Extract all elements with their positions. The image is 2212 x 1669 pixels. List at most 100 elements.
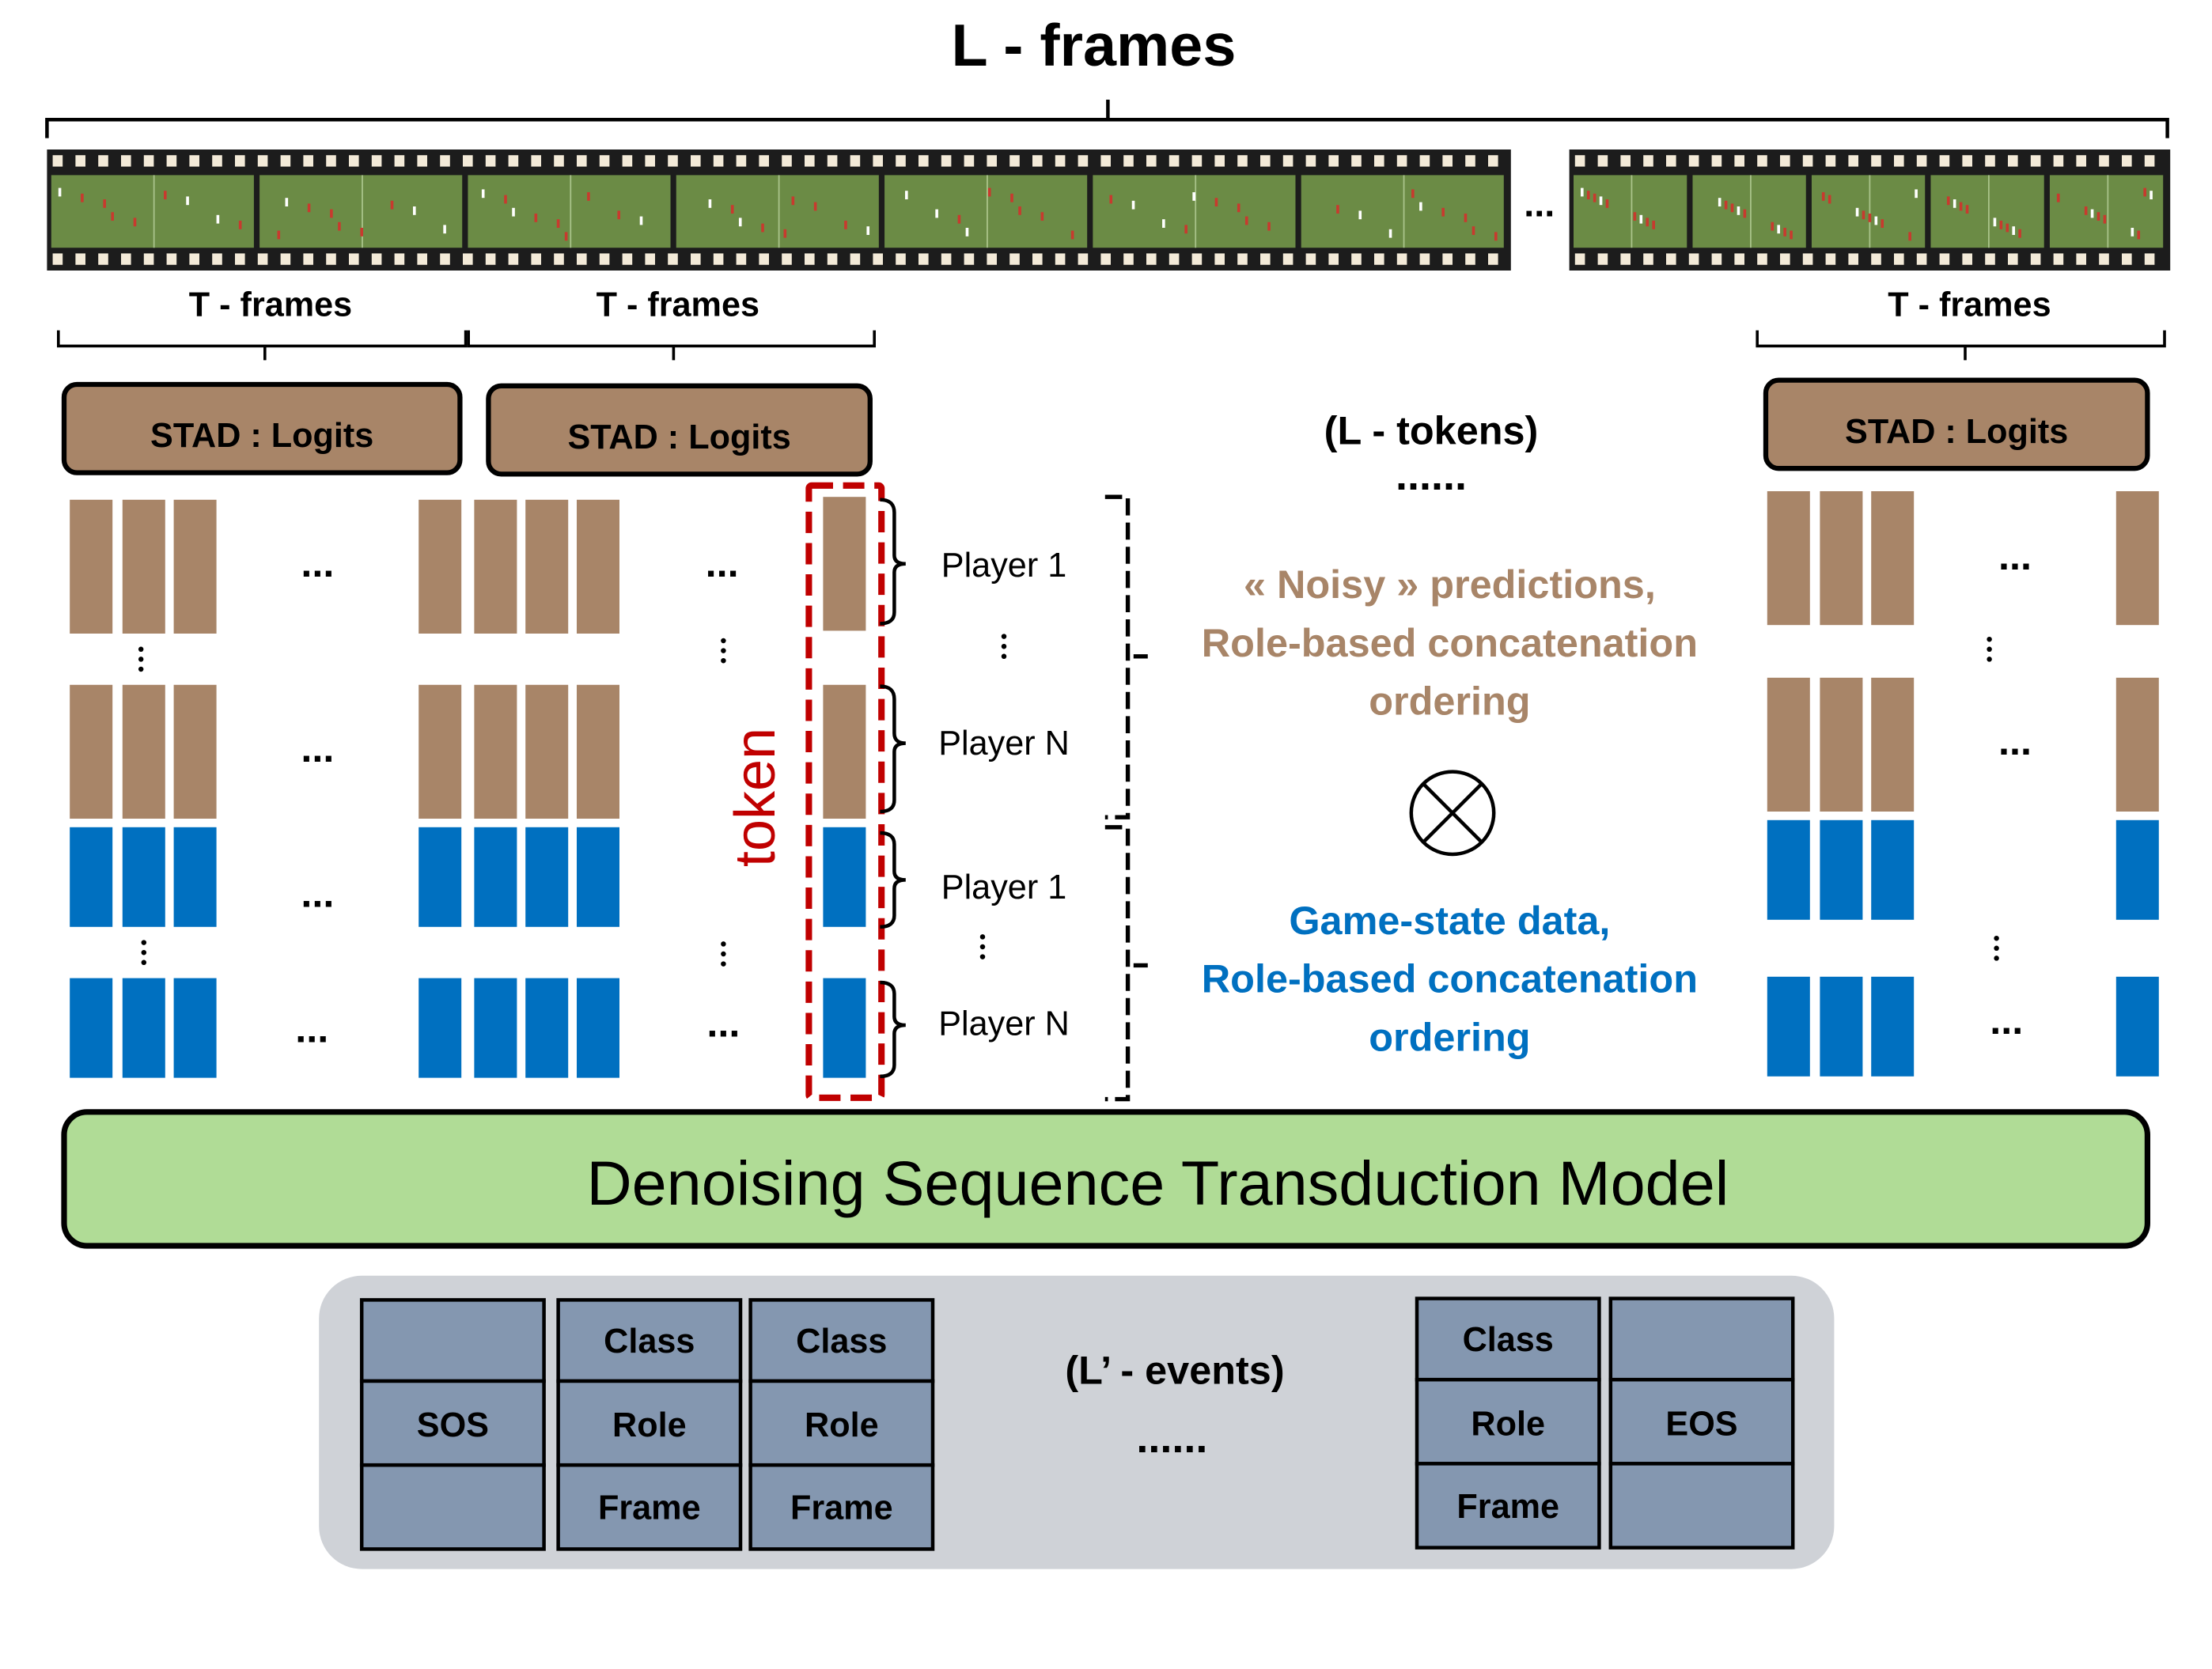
sprocket-hole bbox=[508, 253, 519, 265]
sprocket-hole bbox=[1802, 155, 1813, 167]
player-dot bbox=[1959, 202, 1963, 211]
sprocket-hole bbox=[2053, 253, 2064, 265]
player-dot bbox=[1472, 226, 1475, 235]
sprocket-hole bbox=[1643, 253, 1653, 265]
logit-bar bbox=[70, 499, 113, 634]
sprocket-hole bbox=[873, 155, 883, 167]
sprocket-hole bbox=[326, 155, 336, 167]
sprocket-hole bbox=[75, 155, 85, 167]
segment-label-2: T - frames bbox=[597, 286, 759, 324]
player-dot bbox=[1131, 200, 1135, 210]
game-bar bbox=[1871, 819, 1915, 920]
sprocket-hole bbox=[1351, 253, 1362, 265]
player-dot bbox=[1999, 221, 2003, 229]
player-dot bbox=[1336, 205, 1339, 214]
player-dot bbox=[965, 228, 969, 237]
video-frame bbox=[1930, 175, 2044, 248]
game-bar bbox=[419, 827, 462, 927]
sprocket-hole bbox=[280, 155, 291, 167]
sprocket-hole bbox=[2144, 155, 2155, 167]
tokens-label: (L - tokens) bbox=[1324, 408, 1539, 453]
player-dot bbox=[2137, 230, 2141, 240]
sprocket-hole bbox=[508, 155, 519, 167]
sprocket-hole bbox=[531, 155, 541, 167]
player-dot bbox=[866, 226, 870, 235]
sprocket-hole bbox=[1962, 155, 1972, 167]
segment-brace-1 bbox=[56, 330, 468, 361]
sprocket-hole bbox=[1894, 155, 1904, 167]
player-dot bbox=[1184, 225, 1187, 234]
sprocket-hole bbox=[622, 253, 633, 265]
game-bar bbox=[474, 827, 517, 927]
logit-bar bbox=[2115, 677, 2159, 812]
sos-label: SOS bbox=[417, 1406, 489, 1444]
row-ellipsis: ... bbox=[706, 1000, 740, 1045]
player-dot bbox=[617, 210, 621, 220]
player-dot bbox=[1267, 221, 1271, 231]
player-dot bbox=[1388, 229, 1392, 238]
player-dot bbox=[844, 221, 847, 229]
sprocket-hole bbox=[463, 155, 473, 167]
player-dot bbox=[164, 191, 167, 199]
sprocket-hole bbox=[1916, 155, 1927, 167]
vertical-ellipses bbox=[138, 634, 1999, 967]
sprocket-hole bbox=[1168, 253, 1180, 265]
sprocket-hole bbox=[257, 253, 268, 265]
sprocket-hole bbox=[485, 253, 496, 265]
sprocket-hole bbox=[1465, 155, 1475, 167]
segment-brace-2 bbox=[467, 330, 876, 361]
logit-bar bbox=[1767, 491, 1810, 626]
player-dot bbox=[216, 214, 220, 224]
game-bar bbox=[577, 978, 619, 1078]
token-highlight-box bbox=[805, 482, 885, 1101]
player-dot bbox=[1639, 214, 1643, 224]
sprocket-hole bbox=[417, 253, 427, 265]
game-bar bbox=[1820, 819, 1863, 920]
player-dot bbox=[1743, 209, 1747, 218]
event-role-1: Role bbox=[612, 1406, 687, 1444]
player-dot bbox=[556, 219, 560, 228]
segment-brace-3 bbox=[1756, 330, 2166, 361]
player-dot bbox=[1724, 200, 1728, 210]
player-dot bbox=[2018, 229, 2021, 238]
sprocket-hole bbox=[2030, 155, 2041, 167]
player-dot bbox=[133, 218, 137, 227]
sprocket-hole bbox=[1643, 155, 1653, 167]
logit-bar bbox=[1820, 491, 1863, 626]
sprocket-hole bbox=[805, 253, 815, 265]
player-dot bbox=[1494, 232, 1498, 241]
sprocket-hole bbox=[1146, 253, 1157, 265]
player-dot bbox=[1908, 232, 1911, 241]
sprocket-hole bbox=[1055, 155, 1066, 167]
sprocket-hole bbox=[1848, 253, 1858, 265]
sprocket-hole bbox=[1009, 155, 1020, 167]
event-sos bbox=[359, 1298, 546, 1551]
game-line-3: ordering bbox=[1369, 1014, 1530, 1059]
logit-bar bbox=[525, 684, 569, 819]
player-dot bbox=[1646, 218, 1650, 227]
sprocket-hole bbox=[1419, 155, 1430, 167]
video-frame bbox=[676, 175, 879, 248]
row-ellipsis: ... bbox=[301, 871, 334, 916]
player-dot bbox=[481, 189, 485, 199]
sprocket-hole bbox=[98, 155, 108, 167]
events-dots: ...... bbox=[1136, 1414, 1207, 1462]
logit-bar bbox=[122, 684, 165, 819]
player-dot bbox=[238, 221, 242, 229]
player-dot bbox=[277, 230, 281, 240]
sprocket-hole bbox=[668, 253, 678, 265]
otimes-icon bbox=[1409, 770, 1496, 857]
sprocket-hole bbox=[394, 253, 405, 265]
event-class-1: Class bbox=[604, 1323, 695, 1361]
event-cells-1 bbox=[556, 1298, 743, 1551]
sprocket-hole bbox=[189, 155, 199, 167]
segment-label-1: T - frames bbox=[189, 286, 352, 324]
player-dot bbox=[1953, 199, 1956, 208]
game-bar bbox=[1767, 819, 1810, 920]
logit-bar bbox=[419, 684, 462, 819]
sprocket-hole bbox=[2122, 253, 2132, 265]
player-dot bbox=[2012, 226, 2015, 235]
sprocket-hole bbox=[1597, 155, 1608, 167]
sprocket-hole bbox=[121, 155, 131, 167]
token-label: token bbox=[724, 728, 787, 867]
